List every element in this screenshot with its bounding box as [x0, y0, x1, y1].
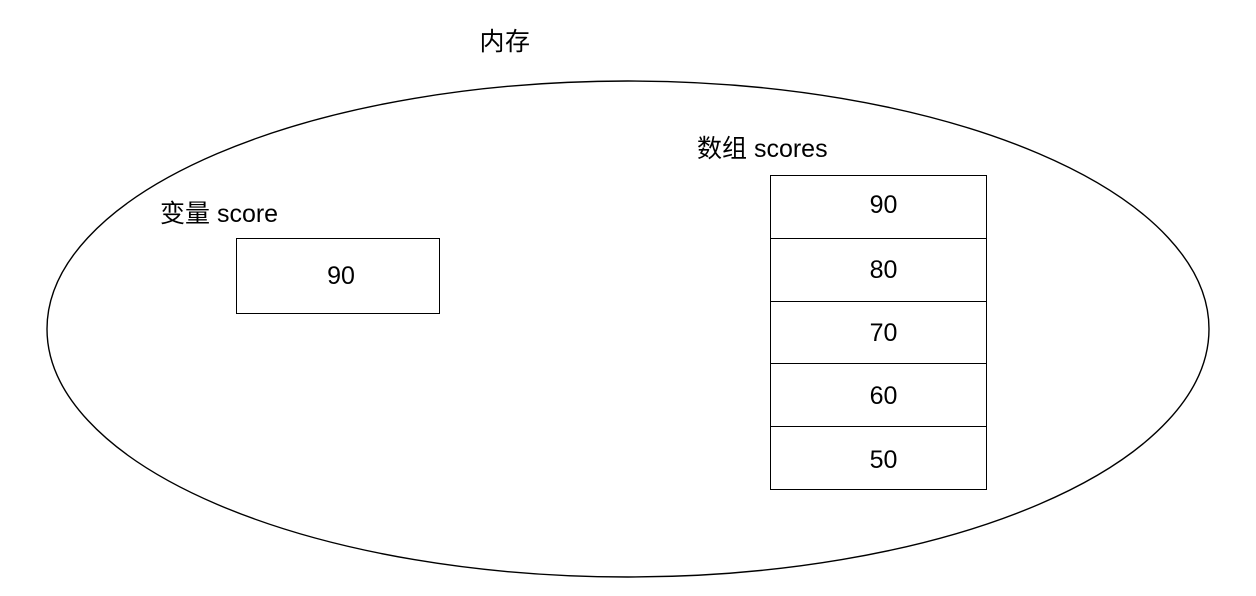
array-label: 数组 scores: [697, 135, 828, 163]
variable-value: 90: [327, 262, 355, 290]
array-cell: 60: [771, 364, 986, 428]
array-cell: 50: [771, 427, 986, 489]
array-cell: 90: [771, 176, 986, 239]
array-box: 90 80 70 60 50: [770, 175, 987, 490]
array-cell: 80: [771, 239, 986, 302]
array-cell-value: 80: [869, 255, 898, 284]
array-cell: 70: [771, 302, 986, 365]
variable-box: 90: [236, 238, 440, 314]
array-cell-value: 60: [869, 382, 898, 411]
array-cell-value: 70: [869, 319, 898, 348]
memory-ellipse: [46, 80, 1210, 578]
variable-label: 变量 score: [160, 200, 279, 228]
page-title: 内存: [479, 28, 531, 56]
array-cell-value: 90: [869, 190, 898, 219]
array-cell-value: 50: [869, 446, 898, 475]
